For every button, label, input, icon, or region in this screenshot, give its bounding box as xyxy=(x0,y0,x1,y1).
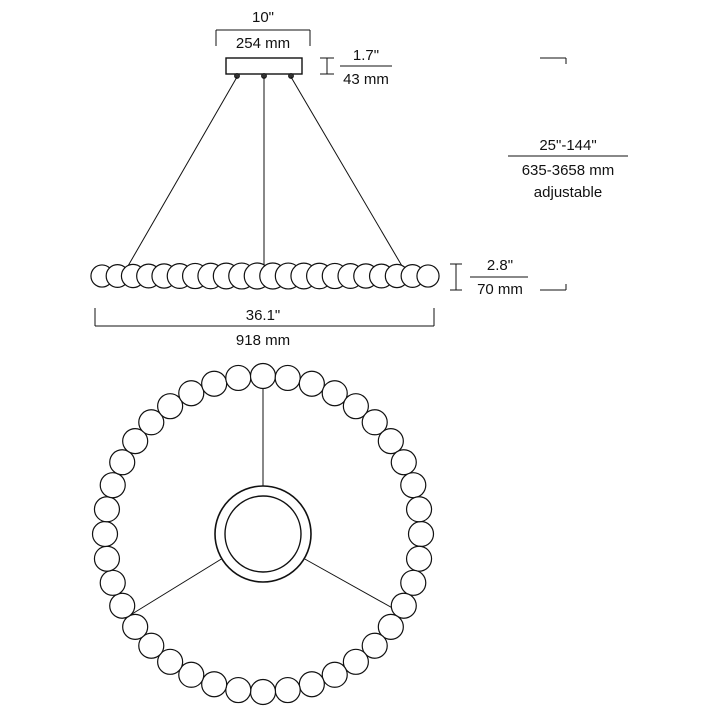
suspension-cable-right xyxy=(290,76,403,267)
ring-height-in: 2.8" xyxy=(487,257,513,274)
ring-plan-view xyxy=(91,362,435,706)
overall-height-in: 25"-144" xyxy=(539,137,596,154)
canopy-cord-point xyxy=(288,73,294,79)
canopy-cord-point xyxy=(234,73,240,79)
overall-height-note: adjustable xyxy=(534,184,602,201)
plan-bead xyxy=(361,632,388,659)
plan-bead xyxy=(405,545,433,572)
plan-bead xyxy=(298,370,325,397)
plan-bead xyxy=(178,661,205,688)
ring-height-mm: 70 mm xyxy=(477,281,523,298)
plan-bead xyxy=(138,632,165,659)
plan-bead xyxy=(157,393,184,420)
overall-height-mm: 635-3658 mm xyxy=(522,162,615,179)
plan-bead xyxy=(93,496,121,523)
plan-bead xyxy=(342,648,369,675)
spoke-right xyxy=(302,557,397,611)
plan-bead xyxy=(400,472,427,499)
plan-bead xyxy=(109,592,136,619)
plan-bead xyxy=(377,613,404,640)
canopy-width-mm: 254 mm xyxy=(236,35,290,52)
plan-view xyxy=(91,362,435,706)
suspension-cable-left xyxy=(127,76,238,267)
plan-bead xyxy=(122,613,149,640)
canopy-width-dimension: 10" 254 mm xyxy=(215,9,311,52)
plan-bead xyxy=(99,472,126,499)
plan-bead xyxy=(361,409,388,436)
plan-bead xyxy=(249,362,277,390)
overall-height-dimension: 25"-144" 635-3658 mm adjustable xyxy=(508,57,628,201)
canopy-width-in: 10" xyxy=(252,9,274,26)
spoke-left xyxy=(131,557,224,615)
ring-height-dimension: 2.8" 70 mm xyxy=(450,257,567,298)
plan-bead xyxy=(298,671,325,698)
plan-bead xyxy=(377,428,404,455)
canopy-height-in: 1.7" xyxy=(353,47,379,64)
ring-side-view xyxy=(90,262,440,290)
plan-bead xyxy=(225,364,252,392)
canopy-height-dimension: 1.7" 43 mm xyxy=(320,47,392,88)
plan-bead xyxy=(405,496,433,523)
side-elevation: 10" 254 mm 1.7" 43 mm 25"-144" 635-3658 … xyxy=(90,9,628,349)
plan-bead xyxy=(109,449,136,476)
ring-diameter-mm: 918 mm xyxy=(236,332,290,349)
plan-bead xyxy=(225,676,252,704)
ring-diameter-dimension: 36.1" 918 mm xyxy=(94,307,435,349)
canopy xyxy=(225,57,303,75)
plan-bead xyxy=(138,409,165,436)
plan-bead xyxy=(321,661,348,688)
plan-bead xyxy=(407,520,435,548)
plan-bead xyxy=(93,545,121,572)
plan-bead xyxy=(249,678,277,706)
plan-bead xyxy=(342,393,369,420)
center-hub-inner xyxy=(224,495,302,573)
plan-bead xyxy=(99,569,126,596)
side-bead xyxy=(416,264,440,288)
plan-bead xyxy=(390,449,417,476)
plan-bead xyxy=(274,364,301,392)
ring-diameter-in: 36.1" xyxy=(246,307,281,324)
plan-bead xyxy=(390,592,417,619)
plan-bead xyxy=(122,428,149,455)
plan-bead xyxy=(178,380,205,407)
plan-bead xyxy=(274,676,301,704)
plan-bead xyxy=(321,380,348,407)
plan-bead xyxy=(157,648,184,675)
canopy-height-mm: 43 mm xyxy=(343,71,389,88)
plan-bead xyxy=(201,370,228,397)
plan-bead xyxy=(400,569,427,596)
plan-bead xyxy=(91,520,119,548)
plan-bead xyxy=(201,671,228,698)
